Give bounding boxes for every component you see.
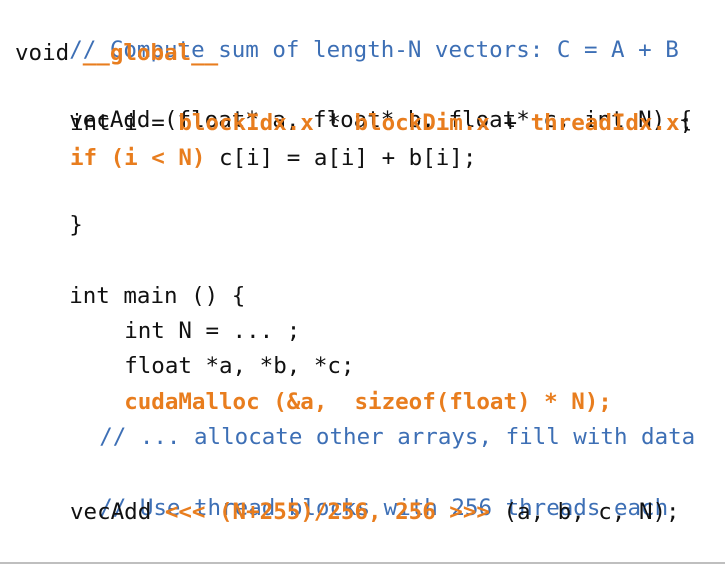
code-text: +: [489, 110, 531, 136]
code-line-13: vecAdd <<< (N+255)/256, 256 >>> (a, b, c…: [70, 496, 680, 528]
blockdim-keyword: blockDim.x: [354, 110, 490, 136]
code-line-1: // Compute sum of length-N vectors: C = …: [15, 2, 679, 63]
code-line-8: int N = ... ;: [70, 283, 300, 344]
global-qualifier: __global__: [82, 40, 219, 66]
blockidx-keyword: blockIdx.x: [178, 110, 314, 136]
function-signature: vecAdd (float* a, float* b, float* c, in…: [69, 107, 693, 133]
comment: // Compute sum of length-N vectors: C = …: [69, 37, 679, 63]
threadidx-keyword: threadIdx.x: [530, 110, 680, 136]
main-signature: int main () {: [69, 283, 246, 309]
comment: // Use thread blocks with 256 threads ea…: [99, 495, 669, 521]
code-line-14: }: [15, 530, 83, 562]
code-line-2: void __global__: [15, 37, 218, 69]
code-text: ;: [679, 110, 694, 136]
kernel-launch-config: <<< (N+255)/256, 256 >>>: [164, 499, 490, 525]
bounds-check: if (i < N): [70, 145, 206, 171]
code-line-12: // Use thread blocks with 256 threads ea…: [45, 460, 668, 521]
code-text: int N = ... ;: [124, 318, 301, 344]
comment: // ... allocate other arrays, fill with …: [99, 424, 696, 450]
code-line-5: if (i < N) c[i] = a[i] + b[i];: [70, 142, 476, 174]
code-text: c[i] = a[i] + b[i];: [205, 145, 477, 171]
code-text: vecAdd: [70, 499, 165, 525]
code-line-9: float *a, *b, *c;: [70, 318, 354, 379]
code-line-3: vecAdd (float* a, float* b, float* c, in…: [15, 72, 692, 133]
code-line-11: // ... allocate other arrays, fill with …: [45, 389, 695, 450]
code-line-6: }: [15, 177, 83, 238]
code-text: *: [313, 110, 355, 136]
closing-brace: }: [69, 212, 83, 238]
code-line-7: int main () {: [15, 248, 245, 309]
cuda-malloc-call: cudaMalloc (&a, sizeof(float) * N);: [124, 389, 612, 415]
code-line-4: int i = blockIdx.x * blockDim.x + thread…: [70, 107, 693, 139]
keyword-void: void: [15, 40, 83, 66]
code-text: float *a, *b, *c;: [124, 353, 355, 379]
code-text: (a, b, c, N);: [489, 499, 680, 525]
code-line-10: cudaMalloc (&a, sizeof(float) * N);: [70, 354, 612, 415]
bottom-divider: [0, 562, 725, 564]
code-text: int i =: [70, 110, 179, 136]
